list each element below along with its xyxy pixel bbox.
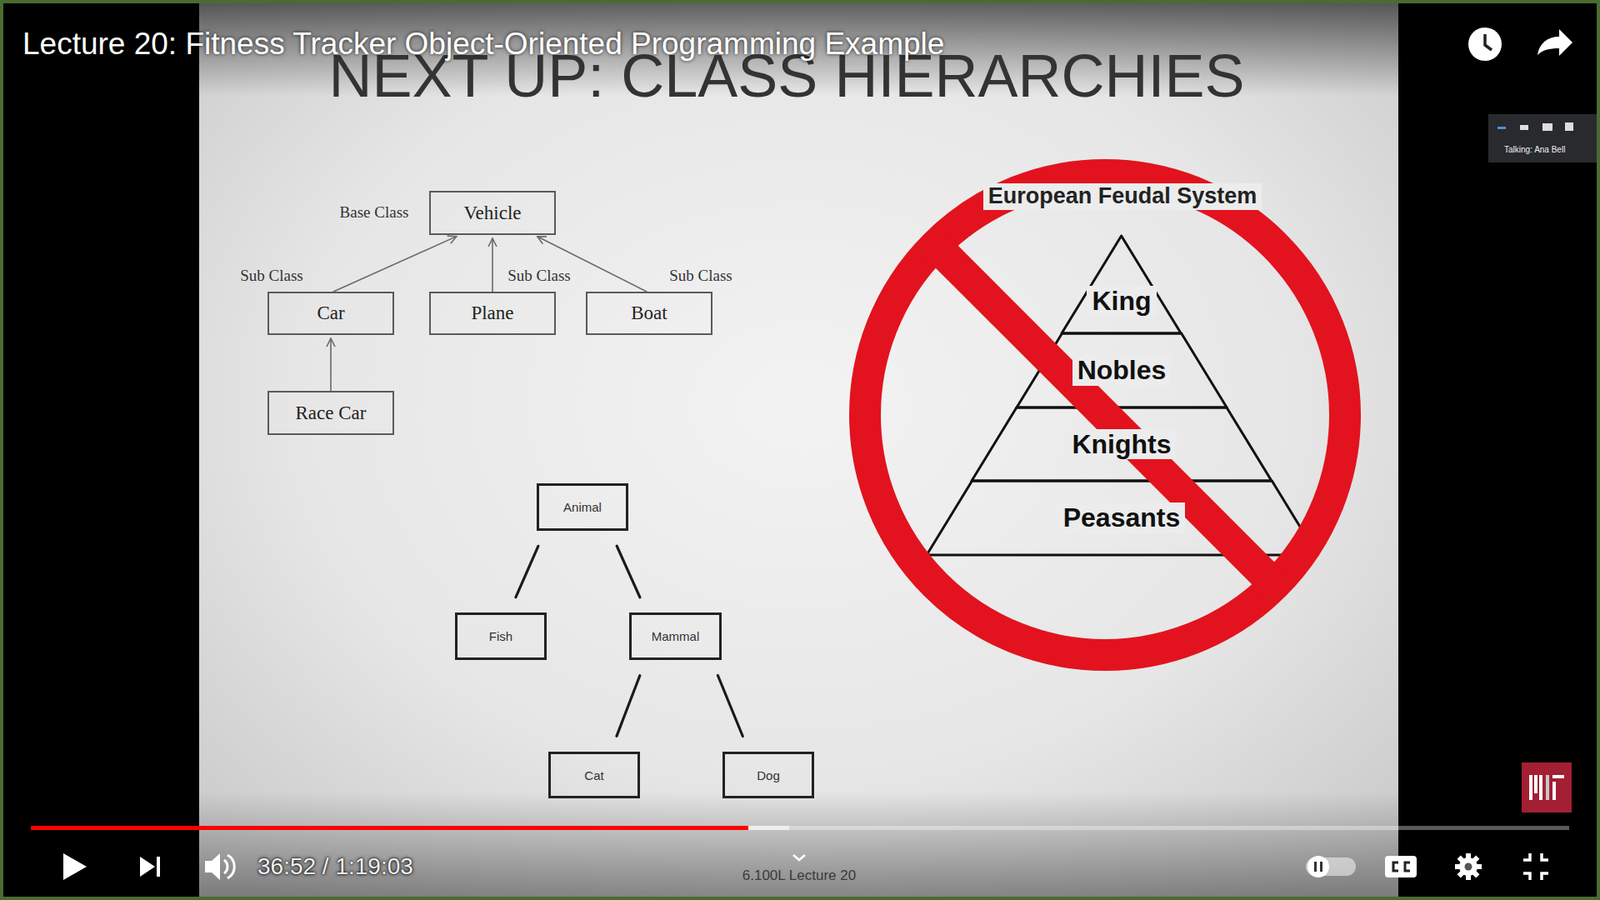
- band-outline-shape: [1016, 333, 1227, 408]
- progress-buffer: [30, 825, 790, 830]
- volume-wave: [224, 860, 228, 874]
- mit-logo: [1521, 762, 1572, 813]
- pyramid-band: Knights: [971, 407, 1272, 481]
- play-icon: [63, 853, 87, 880]
- pyramid-band: Nobles: [1016, 333, 1227, 408]
- node-text: Vehicle: [464, 202, 522, 225]
- volume-wave: [227, 855, 235, 879]
- class-role-label: Base Class: [340, 203, 410, 222]
- mit-logo-bar: [1539, 775, 1543, 800]
- pause-bar: [1320, 861, 1323, 872]
- volume-icon: [205, 853, 220, 880]
- time-display: 36:52 / 1:19:03: [257, 853, 414, 880]
- band-outline-shape: [971, 407, 1272, 481]
- settings-hub: [1465, 863, 1473, 871]
- band-outline: [1061, 235, 1181, 334]
- settings-tooth: [1457, 855, 1480, 879]
- mit-logo-bar: [1545, 775, 1550, 800]
- tree-line: [515, 545, 539, 597]
- inheritance-arrow: [330, 338, 332, 391]
- progress-track: [30, 825, 1570, 830]
- slide-footer: 6.100L Lecture 20: [742, 867, 856, 885]
- tree-line: [616, 675, 640, 737]
- node-text: Nobles: [1072, 355, 1172, 386]
- node-text: Race Car: [295, 402, 367, 425]
- zoom-panel: [1488, 114, 1600, 163]
- captions-glyph: [1405, 862, 1410, 871]
- speaker-indicator: Talking: Ana Bell: [1504, 145, 1565, 155]
- node-text: Peasants: [1058, 502, 1186, 534]
- pyramid-band: Peasants: [926, 480, 1318, 555]
- class-box: Race Car: [267, 390, 395, 435]
- share-icon: [1537, 29, 1573, 56]
- exit-fullscreen-icon: [1541, 853, 1549, 860]
- tree-line: [616, 545, 640, 598]
- tree-class-box: Mammal: [629, 612, 722, 660]
- video-title: Lecture 20: Fitness Tracker Object-Orien…: [22, 26, 945, 63]
- class-role-label: Sub Class: [669, 266, 733, 285]
- next-icon: [140, 856, 155, 877]
- exit-fullscreen-icon: [1523, 873, 1530, 880]
- prohibition-slash: [935, 245, 1275, 585]
- class-role-label: Sub Class: [507, 266, 571, 285]
- progress-played: [30, 825, 749, 830]
- next-icon-bar: [156, 856, 160, 877]
- mit-logo-bar: [1534, 775, 1538, 794]
- exit-fullscreen-icon: [1523, 853, 1530, 860]
- class-role-label: Sub Class: [240, 266, 304, 285]
- slide-background: [199, 0, 1399, 900]
- class-box: Boat: [585, 291, 713, 335]
- prohibition-circle: [865, 175, 1345, 655]
- settings-tooth: [1457, 855, 1480, 879]
- chevron-icon: [793, 855, 805, 860]
- node-text: Dog: [756, 768, 780, 783]
- exit-fullscreen-icon: [1541, 873, 1549, 880]
- tree-class-box: Fish: [455, 612, 547, 660]
- class-box: Vehicle: [429, 190, 556, 235]
- node-text: Car: [316, 302, 345, 325]
- zoom-view-icon: [1497, 126, 1506, 130]
- tree-class-box: Cat: [548, 751, 640, 799]
- clock-hands: [1485, 34, 1492, 50]
- pause-bar: [1314, 861, 1317, 872]
- node-text: Plane: [470, 302, 514, 325]
- node-text: Knights: [1066, 429, 1176, 460]
- tree-class-box: Dog: [722, 751, 815, 799]
- captions-glyph: [1393, 862, 1399, 871]
- node-text: Cat: [584, 768, 604, 783]
- class-box: Plane: [429, 291, 556, 335]
- captions-icon: [1385, 855, 1417, 878]
- band-outline-shape: [1061, 235, 1181, 334]
- class-box: Car: [267, 291, 395, 335]
- zoom-view-icon: [1565, 122, 1574, 131]
- watch-later-icon: [1468, 27, 1502, 61]
- inheritance-arrow: [333, 236, 457, 292]
- tree-line: [717, 675, 743, 737]
- mit-logo-bar: [1552, 781, 1556, 800]
- node-text: Animal: [563, 500, 602, 515]
- bottom-shade: [0, 791, 1600, 900]
- mit-logo-bar: [1552, 775, 1565, 779]
- pyramid-band: King: [1061, 235, 1181, 334]
- node-text: Fish: [489, 629, 513, 644]
- node-text: Mammal: [651, 629, 700, 644]
- autoplay-knob: [1307, 855, 1330, 878]
- node-text: Boat: [630, 302, 667, 325]
- mit-logo-bar: [1529, 775, 1533, 800]
- zoom-view-icon: [1542, 123, 1553, 131]
- inheritance-arrow: [491, 238, 494, 292]
- zoom-view-icon: [1520, 125, 1529, 130]
- band-outline-shape: [926, 480, 1318, 555]
- tree-class-box: Animal: [536, 483, 629, 531]
- node-text: King: [1086, 285, 1156, 317]
- pyramid-title: European Feudal System: [983, 183, 1263, 210]
- settings-icon: [1459, 857, 1478, 876]
